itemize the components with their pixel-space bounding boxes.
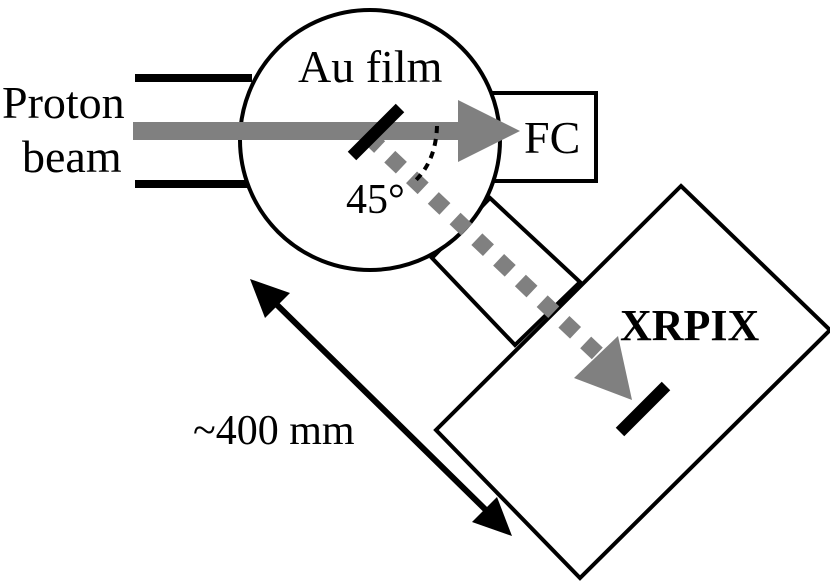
distance-arrowhead-bottom: [472, 497, 512, 536]
au-film-target: [347, 103, 405, 161]
distance-arrow-line: [265, 293, 497, 521]
proton-beam-label-line1: Proton: [2, 77, 125, 128]
faraday-cup-label: FC: [524, 112, 580, 163]
distance-label: ~400 mm: [193, 408, 355, 454]
distance-arrowhead-top: [250, 279, 290, 318]
xrpix-detector: [615, 381, 671, 437]
xrpix-housing: [433, 183, 830, 581]
angle-label: 45°: [346, 177, 405, 223]
xray-arrowhead: [574, 336, 632, 400]
au-film-label: Au film: [298, 41, 443, 92]
xray-dotted-path: [362, 130, 606, 362]
proton-beam-arrowhead: [458, 100, 520, 162]
faraday-cup-box: [490, 91, 598, 183]
proton-beam-label-line2: beam: [22, 131, 122, 182]
proton-beam-shaft: [133, 122, 473, 140]
angle-arc: [414, 125, 439, 182]
xrpix-label: XRPIX: [620, 301, 760, 350]
